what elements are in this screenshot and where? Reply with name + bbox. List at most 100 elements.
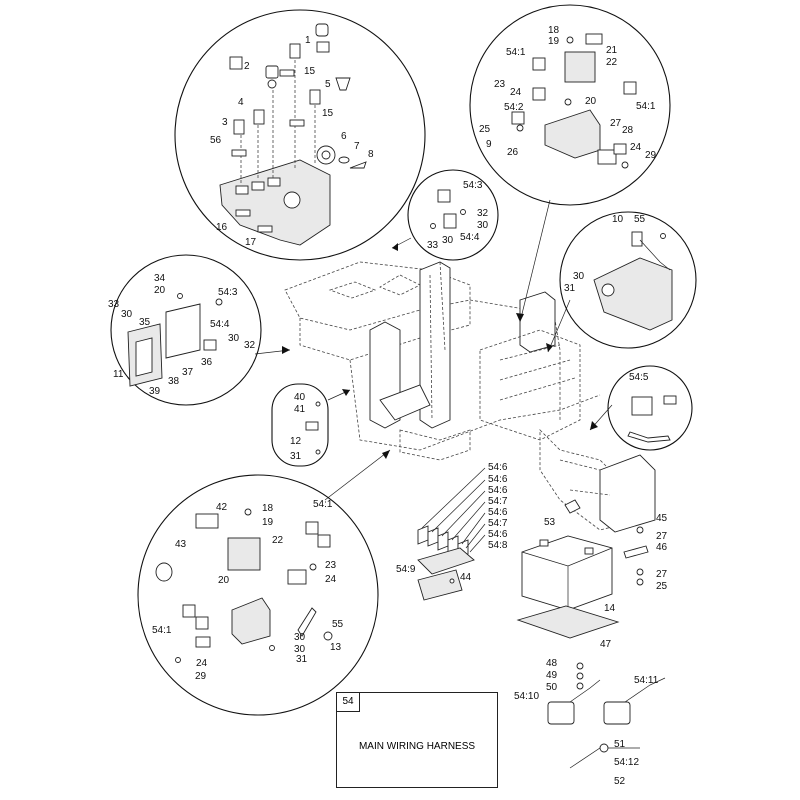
callout-label: 26: [507, 147, 519, 158]
callout-label: 32: [477, 208, 489, 219]
dashboard-switch-detail: [174, 9, 426, 261]
legend-box: 54 MAIN WIRING HARNESS: [336, 692, 498, 788]
callout-label: 54:1: [313, 499, 333, 510]
callout-label: 37: [182, 367, 194, 378]
callout-label: 54:6: [488, 485, 508, 496]
callout-label: 27: [610, 118, 622, 129]
callout-label: 22: [272, 535, 284, 546]
callout-label: 30: [573, 271, 585, 282]
callout-label: 17: [245, 237, 257, 248]
callout-label: 19: [548, 36, 560, 47]
callout-label: 47: [600, 639, 612, 650]
callout-label: 9: [486, 139, 492, 150]
callout-label: 23: [325, 560, 337, 571]
callout-label: 54:4: [210, 319, 230, 330]
callout-label: 48: [546, 658, 558, 669]
callout-label: 39: [149, 386, 161, 397]
callout-label: 21: [606, 45, 618, 56]
callout-label: 29: [645, 150, 657, 161]
callout-label: 54:6: [488, 507, 508, 518]
fuse-block: [417, 467, 486, 601]
callout-label: 54:1: [506, 47, 526, 58]
callout-label: 45: [656, 513, 668, 524]
callout-label: 30: [228, 333, 240, 344]
callout-label: 16: [216, 222, 228, 233]
callout-label: 32: [244, 340, 256, 351]
callout-label: 56: [210, 135, 222, 146]
callout-label: 4: [238, 97, 244, 108]
callout-label: 31: [296, 654, 308, 665]
callout-label: 54:1: [152, 625, 172, 636]
connector-detail: [607, 365, 693, 451]
callout-label: 5: [325, 79, 331, 90]
callout-label: 15: [304, 66, 316, 77]
callout-label: 25: [656, 581, 668, 592]
callout-label: 55: [634, 214, 646, 225]
callout-label: 22: [606, 57, 618, 68]
callout-label: 42: [216, 502, 228, 513]
callout-label: 30: [294, 644, 306, 655]
callout-label: 34: [154, 273, 166, 284]
callout-label: 54:5: [629, 372, 649, 383]
callout-label: 25: [479, 124, 491, 135]
callout-label: 54:7: [488, 496, 508, 507]
legend-title: MAIN WIRING HARNESS: [358, 741, 476, 752]
callout-label: 49: [546, 670, 558, 681]
battery-cables: [547, 662, 666, 769]
callout-label: 31: [290, 451, 302, 462]
relay-small-detail: [407, 169, 499, 261]
callout-label: 30: [477, 220, 489, 231]
callout-label: 40: [294, 392, 306, 403]
callout-label: 55: [332, 619, 344, 630]
callout-label: 20: [585, 96, 597, 107]
legend-number: 54: [337, 693, 360, 712]
callout-label: 13: [330, 642, 342, 653]
callout-label: 1: [305, 35, 311, 46]
callout-label: 54:6: [488, 529, 508, 540]
callout-label: 46: [656, 542, 668, 553]
callout-label: 51: [614, 739, 626, 750]
callout-label: 30: [121, 309, 133, 320]
callout-label: 54:11: [634, 675, 659, 686]
callout-label: 20: [154, 285, 166, 296]
callout-label: 23: [494, 79, 506, 90]
callout-label: 44: [460, 572, 472, 583]
callout-label: 14: [604, 603, 616, 614]
callout-label: 27: [656, 569, 668, 580]
callout-label: 3: [222, 117, 228, 128]
callout-label: 8: [368, 149, 374, 160]
callout-label: 41: [294, 404, 306, 415]
tractor-frame: [284, 261, 656, 533]
callout-label: 33: [108, 299, 120, 310]
callout-label: 54:7: [488, 518, 508, 529]
callout-label: 54:3: [218, 287, 238, 298]
callout-label: 54:8: [488, 540, 508, 551]
leader-lines: [254, 199, 613, 501]
fuse-clip-detail: [271, 383, 329, 467]
callout-label: 24: [630, 142, 642, 153]
callout-label: 43: [175, 539, 187, 550]
callout-label: 11: [113, 369, 124, 380]
callout-label: 19: [262, 517, 274, 528]
callout-label: 15: [322, 108, 334, 119]
callout-label: 54:10: [514, 691, 540, 702]
callout-label: 33: [427, 240, 439, 251]
callout-label: 54:9: [396, 564, 416, 575]
relay-bracket-detail: [469, 4, 671, 206]
callout-label: 2: [244, 61, 250, 72]
callout-label: 35: [139, 317, 151, 328]
callout-label: 54:3: [463, 180, 483, 191]
callout-label: 27: [656, 531, 668, 542]
callout-label: 18: [548, 25, 560, 36]
callout-label: 36: [201, 357, 213, 368]
callout-label: 24: [510, 87, 522, 98]
callout-label: 54:6: [488, 474, 508, 485]
callout-label: 54:1: [636, 101, 656, 112]
callout-label: 29: [195, 671, 207, 682]
callout-label: 24: [325, 574, 337, 585]
ground-bracket-detail: [559, 211, 697, 349]
callout-label: 28: [622, 125, 634, 136]
callout-label: 54:6: [488, 462, 508, 473]
callout-label: 53: [544, 517, 556, 528]
